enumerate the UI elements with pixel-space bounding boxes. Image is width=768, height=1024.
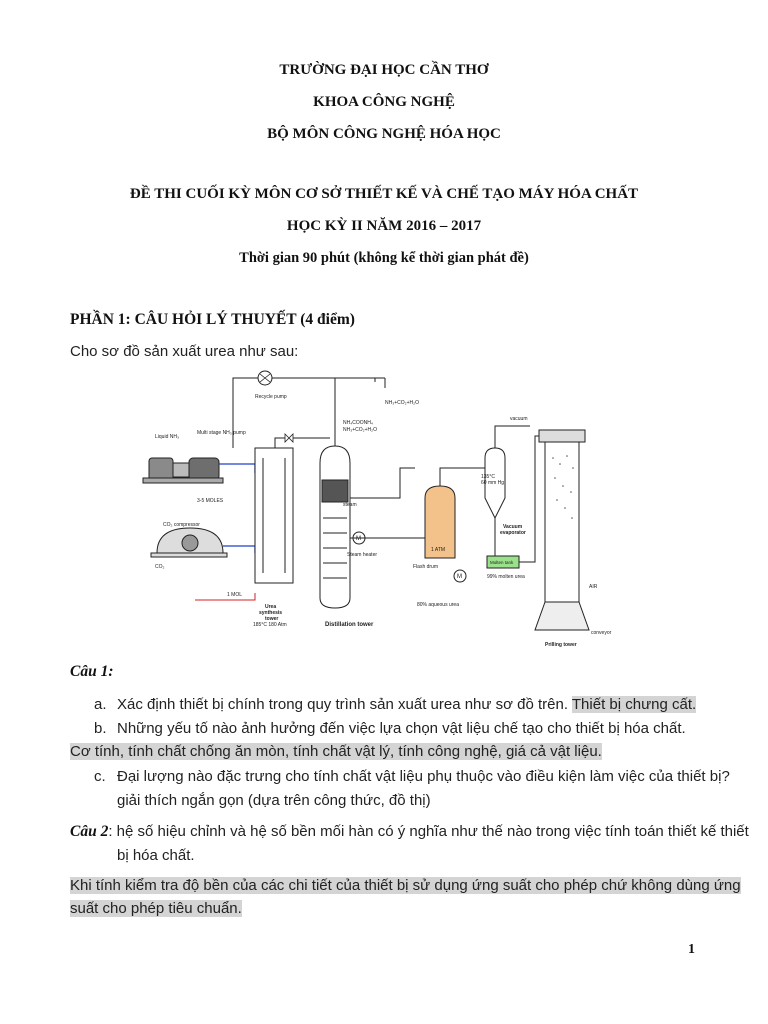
question2-answer-1: Khi tính kiểm tra độ bền của các chi tiế… [70,877,741,894]
carbamate-label: NH₄COONH₄ [343,420,373,426]
urea-tower-label-2: synthesis [259,610,282,616]
synthesis-to-distillation-line [274,437,330,448]
molten-tank-label: Molten tank [490,560,514,565]
university-name: TRƯỜNG ĐẠI HỌC CẦN THƠ [279,62,489,78]
question1a-line: Xác định thiết bị chính trong quy trình … [117,696,697,713]
exam-duration: Thời gian 90 phút (không kể thời gian ph… [239,250,529,266]
evaporator-temperature: 135°C [481,474,495,480]
nh3-pump-icon [142,457,224,484]
co2-compressor-icon [150,527,228,558]
vacuum-evaporator [484,447,506,520]
question2-label: Câu 2 [70,823,109,840]
conveyor-label: conveyor [591,630,612,636]
flash-drum-label: Flash drum [413,564,438,570]
steam-label: steam [343,502,357,508]
faculty-name: KHOA CÔNG NGHỆ [313,94,455,110]
carbamate-label-2: NH₃+CO₂+H₂O [343,427,377,433]
air-label: AIR [589,584,598,590]
distillation-tower [319,445,351,609]
vacuum-label: vacuum [510,416,528,422]
multistage-pump-label: Multi stage NH₃ pump [197,430,246,436]
flash-pump-icon: M [453,569,467,583]
question1c-text-1: Đại lượng nào đặc trưng cho tính chất vậ… [117,768,730,785]
prill-particles [552,455,574,519]
molten-urea-label: 99% molten urea [487,574,525,580]
moles-label: 3-5 MOLES [197,498,224,504]
question2-answer-line-1: Khi tính kiểm tra độ bền của các chi tiế… [70,877,741,894]
question2-answer-2: suất cho phép tiêu chuẩn. [70,900,242,917]
prilling-tower [534,429,590,631]
recycle-pump-icon [257,370,273,386]
question1-label: Câu 1: [70,663,114,680]
evaporator-pressure: 60 mm Hg [481,480,504,486]
one-mol-label: 1 MOL [227,592,242,598]
question2-text-1: : hệ số hiệu chỉnh và hệ số bền mối hàn … [108,823,749,840]
prilling-tower-label: Prilling tower [545,642,577,648]
liquid-nh3-label: Liquid NH₃ [155,434,179,440]
page-number: 1 [688,942,695,957]
flash-drum [424,485,456,559]
vacuum-evaporator-label-1: Vacuum [503,524,523,530]
question1b-marker: b. [94,720,107,737]
flash-drum-pressure: 1 ATM [431,547,445,553]
question1a-marker: a. [94,696,107,713]
recycle-stream-label: NH₃+CO₂+H₂O [385,400,419,406]
vacuum-evaporator-label-2: evaporator [500,530,526,536]
question1b-answer: Cơ tính, tính chất chống ăn mòn, tính ch… [70,743,602,760]
one-mol-line [195,593,256,601]
urea-synthesis-tower [254,447,294,584]
exam-semester: HỌC KỲ II NĂM 2016 – 2017 [286,218,482,234]
co2-feed-line [223,545,256,553]
part1-intro: Cho sơ đồ sản xuất urea như sau: [70,343,299,360]
urea-tower-label-1: Urea [265,604,276,610]
nh3-feed-line [219,463,256,473]
question2-answer-line-2: suất cho phép tiêu chuẩn. [70,900,242,917]
urea-tower-label-4: 185°C 180 Atm [253,622,287,628]
co2-compressor-label: CO₂ compressor [163,522,200,528]
question1c-marker: c. [94,768,106,785]
svg-text:M: M [356,536,361,542]
recycle-pump-label: Recycle pump [255,394,287,400]
valve-icon [284,433,294,443]
question1b-text: Những yếu tố nào ảnh hưởng đến việc lựa … [117,720,686,737]
steam-heater-label: Steam heater [347,552,377,558]
part1-heading: PHẦN 1: CÂU HỎI LÝ THUYẾT (4 điểm) [70,311,355,328]
department-name: BỘ MÔN CÔNG NGHỆ HÓA HỌC [267,126,501,142]
question1a-answer: Thiết bị chưng cất. [571,696,697,713]
recycle-line [232,377,386,448]
urea-process-diagram: Recycle pump NH₃+CO₂+H₂O Liquid NH₃ Mult… [142,370,612,648]
exam-title: ĐỀ THI CUỐI KỲ MÔN CƠ SỞ THIẾT KẾ VÀ CHẾ… [129,186,639,202]
distillation-tower-label: Distillation tower [325,622,374,628]
co2-label: CO₂ [155,564,165,570]
aqueous-urea-label: 80% aqueous urea [417,602,459,608]
svg-text:M: M [457,574,462,580]
question1c-text-2: giải thích ngắn gọn (dựa trên công thức,… [117,792,431,809]
question2-text-2: bị hóa chất. [117,847,195,864]
question1a-text: Xác định thiết bị chính trong quy trình … [117,696,568,713]
question2-line-1: Câu 2: hệ số hiệu chỉnh và hệ số bền mối… [70,823,749,841]
urea-tower-label-3: tower [265,616,278,622]
